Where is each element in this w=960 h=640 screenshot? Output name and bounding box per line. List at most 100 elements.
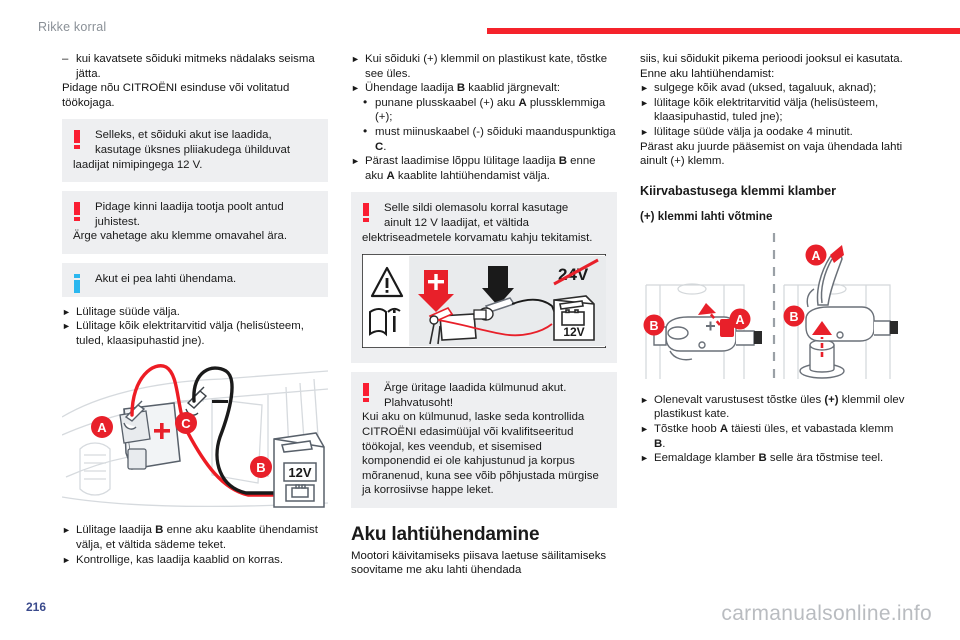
- col2-bullet-1-text: punane plusskaabel (+) aku A plussklemmi…: [375, 96, 606, 124]
- col1-paragraph-1: Pidage nõu CITROËNI esinduse või volitat…: [62, 82, 290, 109]
- svg-text:A: A: [735, 313, 744, 327]
- col3-step-2-text: lülitage kõik elektritarvitid välja (hel…: [654, 96, 879, 124]
- figure-left-label-b: B: [643, 314, 665, 336]
- col3-step-2: ► lülitage kõik elektritarvitid välja (h…: [640, 96, 906, 125]
- battery-plus-sign: [154, 423, 170, 440]
- notice-line-1: Ärge üritage laadida külmunud akut.: [384, 382, 567, 395]
- figure-right-label-b: B: [783, 305, 805, 327]
- manual-book-icon: [369, 308, 401, 337]
- arrow-glyph: ►: [351, 83, 360, 94]
- col3-step-5-text: Tõstke hoob A täiesti üles, et vabastada…: [654, 422, 894, 450]
- col3-paragraph-1: siis, kui sõidukit pikema perioodi jooks…: [640, 53, 903, 65]
- notice-label-12v-only: Selle sildi olemasolu korral kasutage ai…: [351, 192, 617, 364]
- column-1: – kui kavatsete sõiduki mitmeks nädalaks…: [62, 52, 328, 572]
- section-body-disconnect-battery: Mootori käivitamiseks piisava laetuse sä…: [351, 549, 607, 577]
- notice-line-1: Akut ei pea lahti ühendama.: [95, 272, 237, 285]
- charging-warning-label: 24V 12V: [361, 253, 607, 349]
- content-columns: – kui kavatsete sõiduki mitmeks nädalaks…: [62, 52, 907, 576]
- notice-charge-compatible: Selleks, et sõiduki akut ise laadida, ka…: [62, 119, 328, 183]
- exclamation-icon: [363, 383, 369, 403]
- notice-line-3: elektriseadmetele korvamatu kahju tekita…: [362, 231, 593, 244]
- col2-bullet-1: • punane plusskaabel (+) aku A plussklem…: [351, 95, 617, 125]
- voltage-12v-allowed: 12V: [563, 325, 584, 339]
- notice-line-2: Plahvatusoht!: [384, 396, 454, 409]
- warning-triangle-icon: [370, 267, 404, 298]
- column-3: siis, kui sõidukit pikema perioodi jooks…: [640, 52, 906, 572]
- notice-frozen-battery: Ärge üritage laadida külmunud akut. Plah…: [351, 372, 617, 508]
- figure-left-label-a: A: [729, 308, 751, 330]
- notice-line-2: kasutage üksnes pliiakudega ühilduvat: [95, 143, 291, 156]
- arrow-glyph: ►: [62, 554, 71, 565]
- svg-text:B: B: [789, 310, 798, 324]
- col1-step-2-text: Lülitage kõik elektritarvitid välja (hel…: [76, 320, 304, 347]
- dash-item-text: kui kavatsete sõiduki mitmeks nädalaks s…: [76, 53, 315, 80]
- notice-no-disconnect-needed: Akut ei pea lahti ühendama.: [62, 262, 328, 297]
- section-title-disconnect-battery: Aku lahtiühendamine: [351, 523, 540, 545]
- col3-step-6: ► Eemaldage klamber B selle ära tõstmise…: [640, 451, 906, 466]
- svg-text:A: A: [97, 420, 107, 435]
- red-lever-tab: [720, 318, 734, 337]
- col2-step-1-text: Kui sõiduki (+) klemmil on plastikust ka…: [365, 53, 608, 80]
- figure-label-a: A: [91, 416, 113, 439]
- quick-release-clamp-figure: B A: [640, 232, 906, 385]
- arrow-glyph: ►: [640, 453, 649, 464]
- notice-manufacturer-instructions: Pidage kinni laadija tootja poolt antud …: [62, 191, 328, 254]
- dash-item: – kui kavatsete sõiduki mitmeks nädalaks…: [62, 52, 328, 81]
- subsection-title-positive-terminal: (+) klemmi lahti võtmine: [640, 209, 773, 223]
- notice-text: Akut ei pea lahti ühendama.: [73, 272, 317, 287]
- svg-text:A: A: [811, 249, 820, 263]
- arrow-glyph: ►: [351, 156, 360, 167]
- figure-label-c: C: [175, 412, 197, 435]
- notice-line-3: Kui aku on külmunud, laske seda kontroll…: [362, 411, 599, 497]
- notice-text: Pidage kinni laadija tootja poolt antud …: [73, 200, 317, 244]
- charger-voltage-label: 12V: [288, 465, 311, 480]
- notice-line-2: ainult 12 V laadijat, et vältida: [384, 216, 530, 229]
- arrow-glyph: ►: [640, 126, 649, 137]
- col3-step-4: ► Olenevalt varustusest tõstke üles (+) …: [640, 393, 906, 422]
- col2-step-2-text: Ühendage laadija B kaablid järgnevalt:: [365, 82, 561, 95]
- col3-step-3-text: lülitage süüde välja ja oodake 4 minutit…: [654, 125, 853, 138]
- page-number: 216: [26, 600, 47, 614]
- arrow-glyph: ►: [640, 97, 649, 108]
- col1-step-4: ► Kontrollige, kas laadija kaablid on ko…: [62, 553, 328, 568]
- svg-text:B: B: [649, 319, 658, 333]
- notice-text: Ärge üritage laadida külmunud akut. Plah…: [362, 381, 606, 498]
- exclamation-icon: [363, 203, 369, 223]
- red-plus-arrow-icon: [418, 270, 454, 313]
- battery-minus-sign: [212, 400, 228, 404]
- notice-line-2: juhistest.: [95, 215, 140, 228]
- col3-step-3: ► lülitage süüde välja ja oodake 4 minut…: [640, 125, 906, 140]
- col3-step-5: ► Tõstke hoob A täiesti üles, et vabasta…: [640, 422, 906, 451]
- exclamation-icon: [74, 130, 80, 150]
- col3-paragraph-3: Pärast aku juurde pääsemist on vaja ühen…: [640, 140, 903, 168]
- arrow-glyph: ►: [640, 83, 649, 94]
- col2-step-3-text: Pärast laadimise lõppu lülitage laadija …: [365, 155, 596, 182]
- notice-line-3: laadijat nimipingega 12 V.: [73, 158, 203, 171]
- bullet-glyph: •: [363, 123, 368, 138]
- arrow-glyph: ►: [640, 394, 649, 405]
- figure-label-b: B: [250, 456, 272, 479]
- voltage-24v-forbidden: 24V: [553, 258, 599, 286]
- column-2: ► Kui sõiduki (+) klemmil on plastikust …: [351, 52, 617, 576]
- battery-charger-figure: 12V A C B: [62, 357, 328, 516]
- figure-right-label-a: A: [805, 244, 827, 266]
- quick-release-clamp-diagram: B A: [640, 232, 906, 385]
- lift-arrow-left: [698, 302, 721, 326]
- col1-step-4-text: Kontrollige, kas laadija kaablid on korr…: [76, 553, 284, 566]
- exclamation-icon: [74, 202, 80, 222]
- battery-charger-diagram: 12V A C B: [62, 357, 328, 516]
- notice-line-3: Ärge vahetage aku klemme omavahel ära.: [73, 230, 288, 243]
- col1-step-1-text: Lülitage süüde välja.: [76, 305, 180, 318]
- col3-step-4-text: Olenevalt varustusest tõstke üles (+) kl…: [654, 393, 905, 421]
- black-arrow-icon: [482, 266, 514, 307]
- col2-step-1: ► Kui sõiduki (+) klemmil on plastikust …: [351, 52, 617, 81]
- col3-paragraph-2: Enne aku lahtiühendamist:: [640, 67, 775, 80]
- notice-line-1: Pidage kinni laadija tootja poolt antud: [95, 201, 284, 214]
- col3-step-6-text: Eemaldage klamber B selle ära tõstmise t…: [654, 452, 884, 465]
- col3-step-1-text: sulgege kõik avad (uksed, tagaluuk, akna…: [654, 82, 877, 95]
- watermark: carmanualsonline.info: [721, 602, 932, 625]
- col1-step-2: ► Lülitage kõik elektritarvitid välja (h…: [62, 319, 328, 348]
- col2-step-2: ► Ühendage laadija B kaablid järgnevalt:: [351, 81, 617, 96]
- arrow-glyph: ►: [351, 54, 360, 64]
